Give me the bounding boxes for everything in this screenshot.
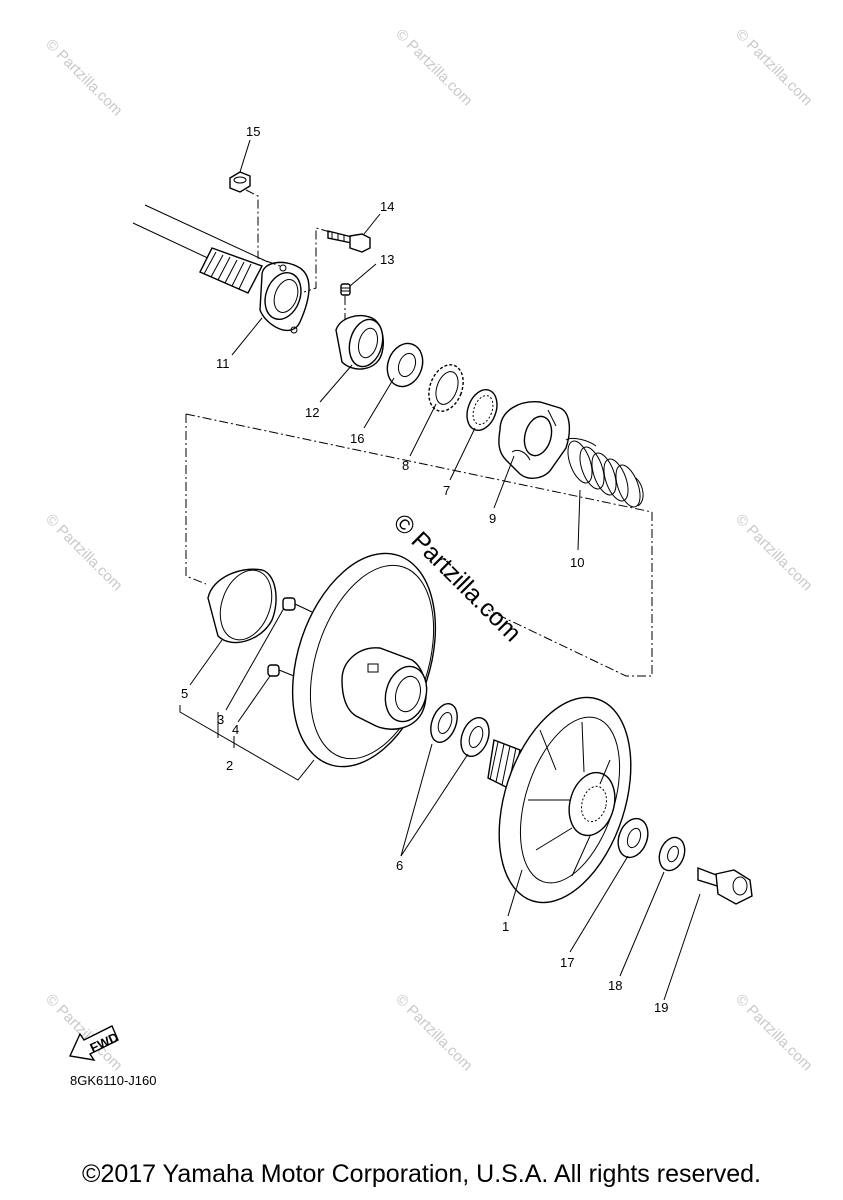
dash-15 <box>245 189 281 267</box>
diagram-code: 8GK6110-J160 <box>70 1073 157 1088</box>
callout-17: 17 <box>560 955 574 970</box>
callout-10: 10 <box>570 555 584 570</box>
part-11-flange-housing <box>259 261 310 334</box>
leader-lines <box>179 139 701 1001</box>
part-19-bolt <box>697 866 753 905</box>
watermark-ml: © Partzilla.com <box>42 511 125 594</box>
callout-19: 19 <box>654 1000 668 1015</box>
callout-13: 13 <box>380 252 394 267</box>
part-12-bearing <box>335 314 384 370</box>
callout-1: 1 <box>502 919 509 934</box>
part-13-screw <box>340 283 351 296</box>
shaft <box>132 204 269 294</box>
watermark-br: © Partzilla.com <box>732 991 815 1074</box>
callout-5: 5 <box>181 686 188 701</box>
callout-12: 12 <box>305 405 319 420</box>
part-1-sheave <box>487 696 632 904</box>
dash-14 <box>303 227 331 293</box>
part-3-bolt <box>282 597 313 613</box>
callout-11: 11 <box>216 356 230 371</box>
watermark-tc: © Partzilla.com <box>392 26 475 109</box>
watermark-tr: © Partzilla.com <box>732 26 815 109</box>
part-16-washer <box>386 342 424 388</box>
part-7-lock-washer <box>466 388 498 432</box>
copyright-notice: ©2017 Yamaha Motor Corporation, U.S.A. A… <box>82 1160 761 1188</box>
callout-14: 14 <box>380 199 394 214</box>
callouts: 1 2 3 4 5 6 7 8 9 10 11 12 13 14 15 16 1… <box>181 124 668 1015</box>
callout-2: 2 <box>226 758 233 773</box>
watermark-bc: © Partzilla.com <box>392 991 475 1074</box>
assembly-right-line <box>487 512 653 677</box>
callout-3: 3 <box>217 712 224 727</box>
callout-6: 6 <box>396 858 403 873</box>
callout-8: 8 <box>402 458 409 473</box>
part-8-lock-nut <box>428 364 464 412</box>
callout-7: 7 <box>443 483 450 498</box>
callout-16: 16 <box>350 431 364 446</box>
callout-18: 18 <box>608 978 622 993</box>
callout-4: 4 <box>232 722 239 737</box>
part-10-spring <box>565 437 644 508</box>
assembly-outline <box>185 414 207 585</box>
assembly-top-line <box>185 413 653 513</box>
part-5-ring <box>207 568 277 644</box>
part-9-cam <box>498 401 571 479</box>
watermark-tl: © Partzilla.com <box>42 36 125 119</box>
part-14-bolt <box>327 230 371 253</box>
part-6-washers <box>430 703 490 758</box>
part-18-washer <box>658 836 686 872</box>
callout-15: 15 <box>246 124 260 139</box>
part-4-bolt <box>267 664 295 677</box>
callout-9: 9 <box>489 511 496 526</box>
part-2-sheave <box>291 552 437 768</box>
watermark-mr: © Partzilla.com <box>732 511 815 594</box>
part-15-nut <box>229 171 251 193</box>
part-17-washer <box>617 817 649 859</box>
